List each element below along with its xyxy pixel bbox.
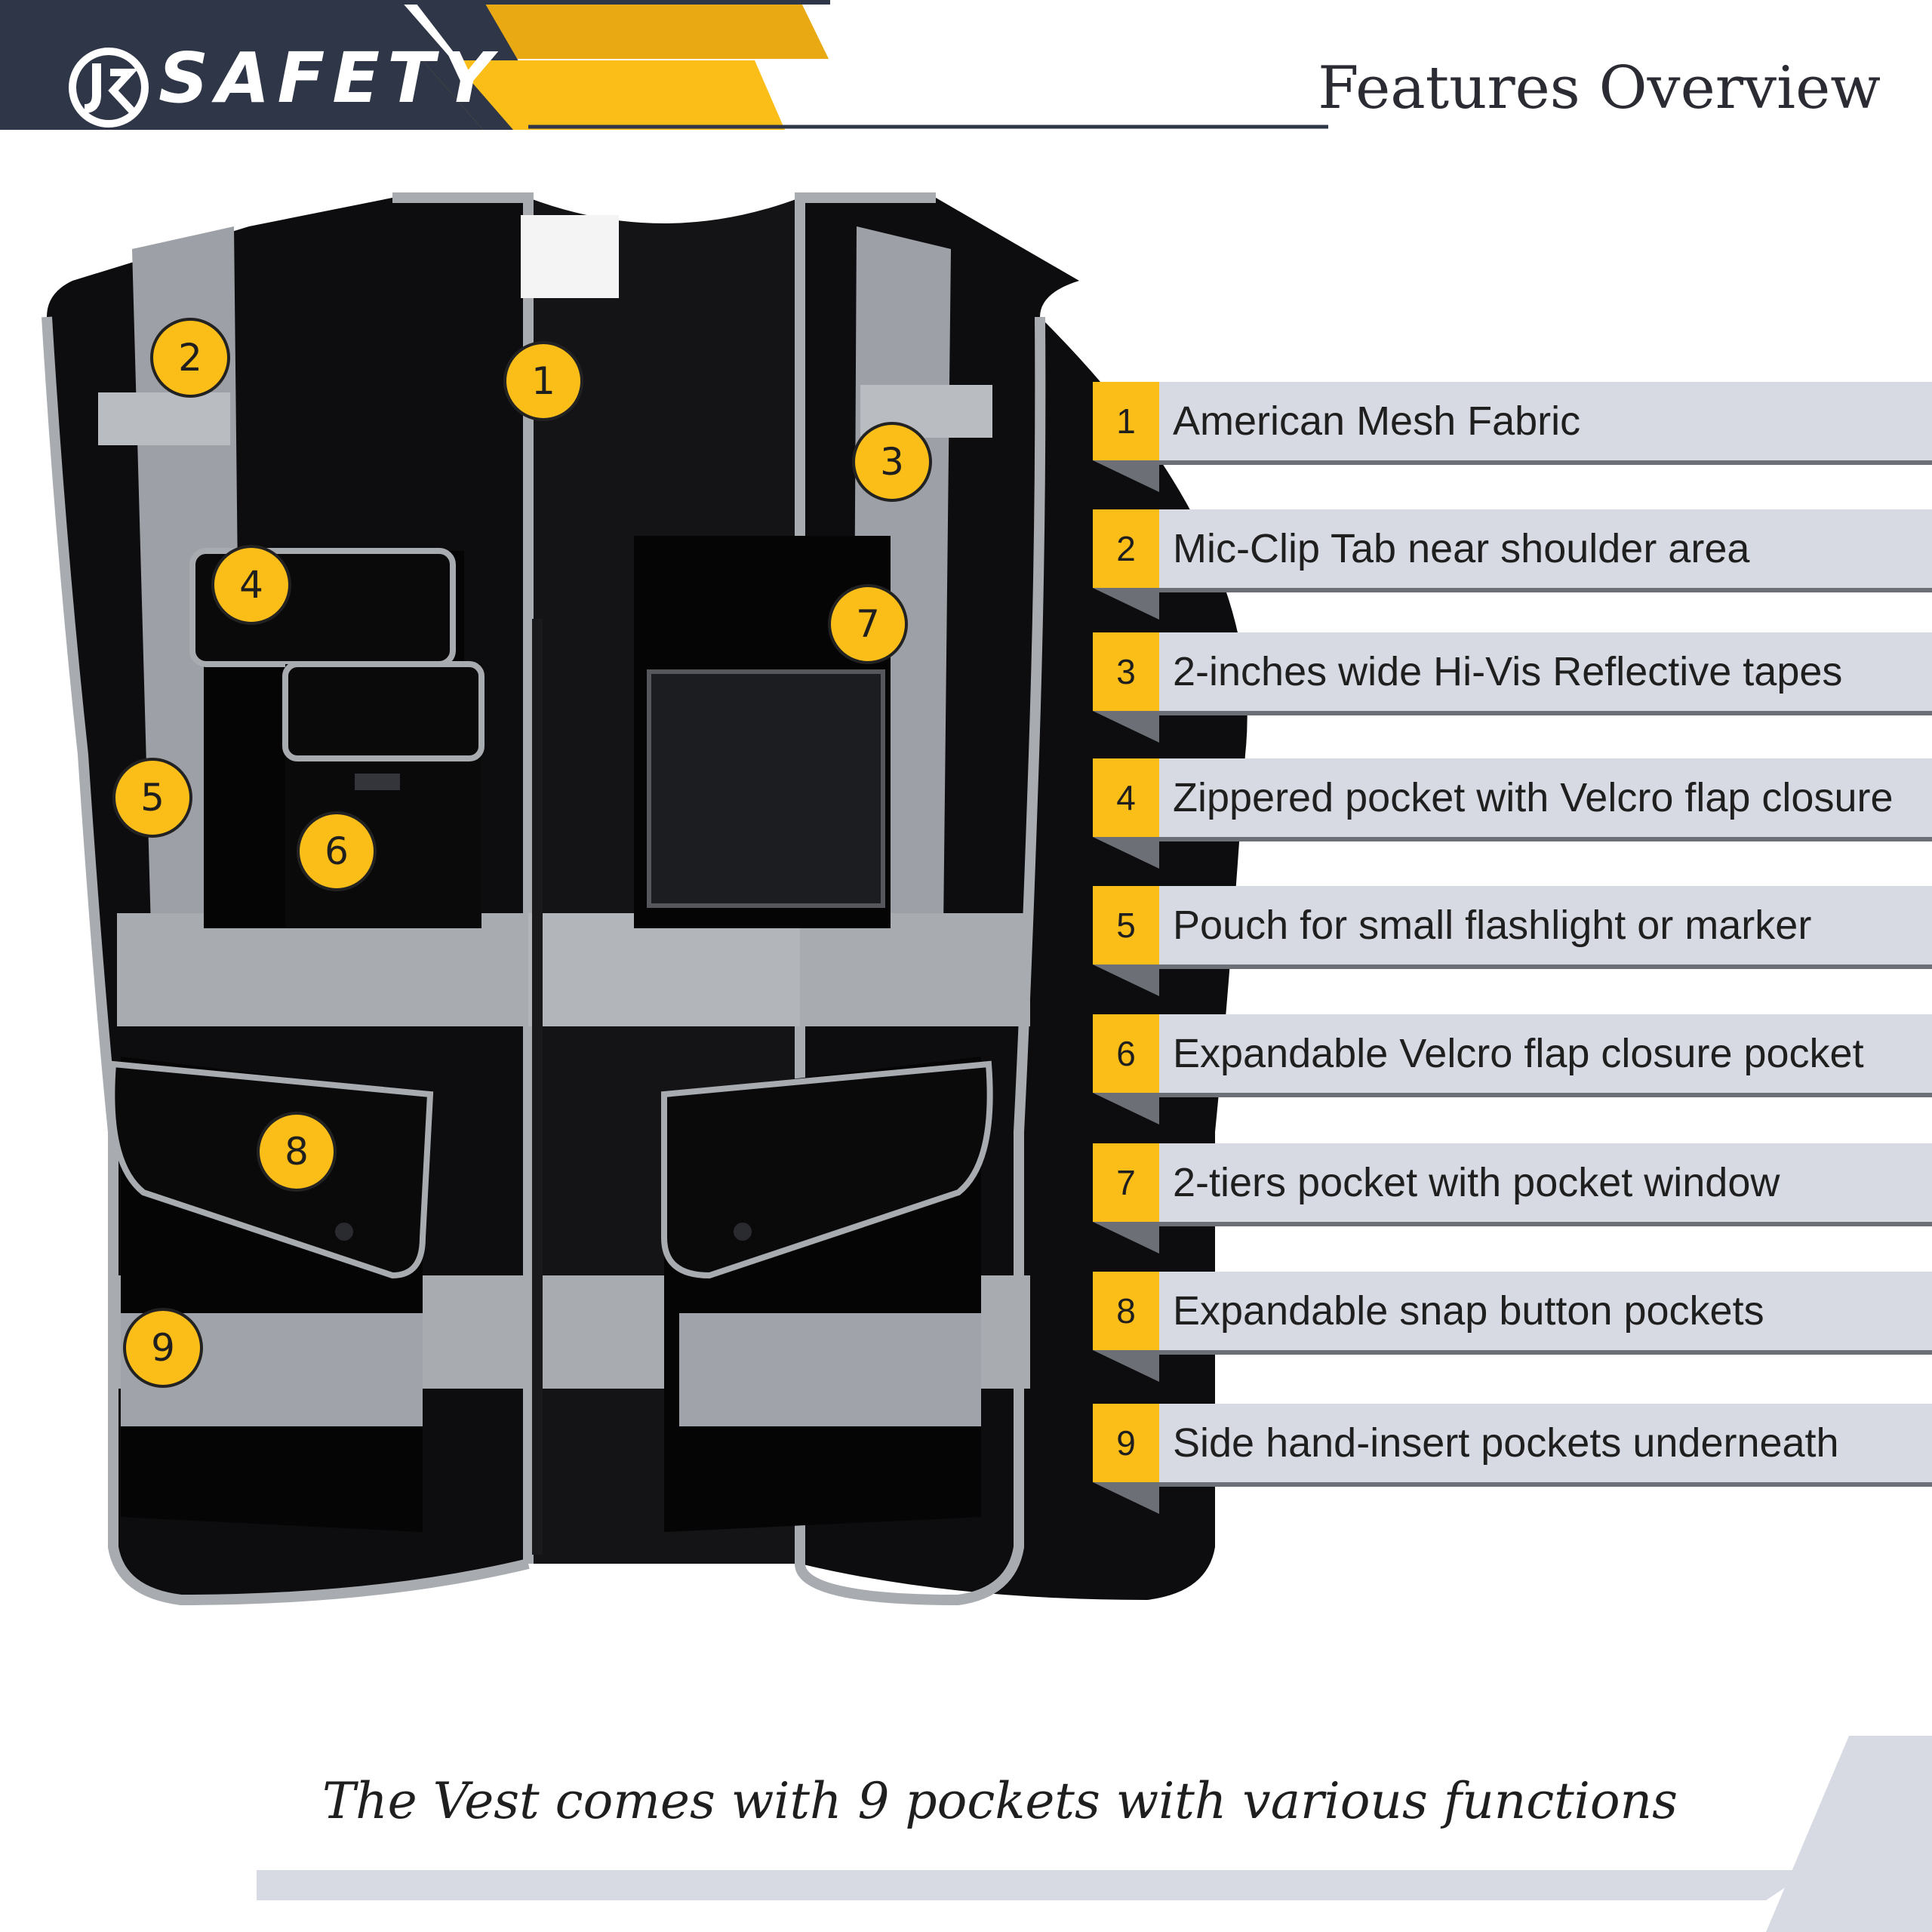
- feature-number: 3: [1093, 632, 1159, 711]
- divider: [1159, 837, 1932, 841]
- fold-shadow-icon: [1093, 1222, 1159, 1254]
- feature-item: 6 Expandable Velcro flap closure pocket: [1093, 1014, 1932, 1124]
- divider: [1159, 964, 1932, 969]
- fold-shadow-icon: [1093, 837, 1159, 869]
- feature-number: 7: [1093, 1143, 1159, 1222]
- feature-item: 2 Mic-Clip Tab near shoulder area: [1093, 509, 1932, 620]
- divider: [1159, 1093, 1932, 1097]
- feature-bar: [1159, 509, 1932, 588]
- feature-bar: [1159, 1404, 1932, 1482]
- feature-bar: [1159, 1014, 1932, 1093]
- feature-item: 9 Side hand-insert pockets underneath: [1093, 1404, 1932, 1514]
- fold-shadow-icon: [1093, 1350, 1159, 1382]
- callout-5: 5: [112, 758, 192, 838]
- feature-number: 9: [1093, 1404, 1159, 1482]
- feature-label: Zippered pocket with Velcro flap closure: [1173, 775, 1894, 820]
- feature-bar: [1159, 1272, 1932, 1350]
- feature-label: Expandable snap button pockets: [1173, 1288, 1764, 1334]
- feature-number: 6: [1093, 1014, 1159, 1093]
- feature-item: 5 Pouch for small flashlight or marker: [1093, 886, 1932, 996]
- page-title: Features Overview: [1318, 54, 1881, 122]
- feature-item: 3 2-inches wide Hi-Vis Reflective tapes: [1093, 632, 1932, 743]
- feature-bar: [1159, 758, 1932, 837]
- feature-label: 2-inches wide Hi-Vis Reflective tapes: [1173, 649, 1843, 694]
- callout-3: 3: [852, 422, 932, 502]
- feature-bar: [1159, 886, 1932, 964]
- feature-item: 4 Zippered pocket with Velcro flap closu…: [1093, 758, 1932, 869]
- feature-number: 4: [1093, 758, 1159, 837]
- callout-1: 1: [503, 341, 583, 421]
- brand-logo-icon: [69, 48, 149, 128]
- divider: [1159, 588, 1932, 592]
- feature-item: 7 2-tiers pocket with pocket window: [1093, 1143, 1932, 1254]
- callout-9: 9: [123, 1308, 203, 1388]
- fold-shadow-icon: [1093, 588, 1159, 620]
- divider: [1159, 1222, 1932, 1226]
- header-banner: [0, 0, 1328, 130]
- callout-6: 6: [297, 811, 377, 891]
- callout-4: 4: [211, 545, 291, 625]
- callout-7: 7: [828, 584, 908, 664]
- divider: [1159, 460, 1932, 465]
- feature-bar: [1159, 632, 1932, 711]
- feature-number: 8: [1093, 1272, 1159, 1350]
- feature-label: American Mesh Fabric: [1173, 398, 1581, 444]
- divider: [1159, 711, 1932, 715]
- feature-number: 2: [1093, 509, 1159, 588]
- fold-shadow-icon: [1093, 1482, 1159, 1514]
- feature-bar: [1159, 382, 1932, 460]
- feature-label: Side hand-insert pockets underneath: [1173, 1420, 1839, 1466]
- feature-number: 5: [1093, 886, 1159, 964]
- callout-2: 2: [150, 318, 230, 398]
- fold-shadow-icon: [1093, 711, 1159, 743]
- feature-label: Mic-Clip Tab near shoulder area: [1173, 526, 1750, 571]
- feature-item: 1 American Mesh Fabric: [1093, 382, 1932, 492]
- tagline: The Vest comes with 9 pockets with vario…: [322, 1772, 1678, 1830]
- fold-shadow-icon: [1093, 1093, 1159, 1124]
- feature-label: Expandable Velcro flap closure pocket: [1173, 1031, 1864, 1076]
- feature-bar: [1159, 1143, 1932, 1222]
- feature-number: 1: [1093, 382, 1159, 460]
- fold-shadow-icon: [1093, 460, 1159, 492]
- feature-label: 2-tiers pocket with pocket window: [1173, 1160, 1780, 1205]
- feature-item: 8 Expandable snap button pockets: [1093, 1272, 1932, 1382]
- feature-label: Pouch for small flashlight or marker: [1173, 903, 1812, 948]
- fold-shadow-icon: [1093, 964, 1159, 996]
- divider: [1159, 1482, 1932, 1487]
- brand-logo-text: SAFETY: [158, 38, 500, 118]
- callout-8: 8: [257, 1112, 337, 1192]
- divider: [1159, 1350, 1932, 1355]
